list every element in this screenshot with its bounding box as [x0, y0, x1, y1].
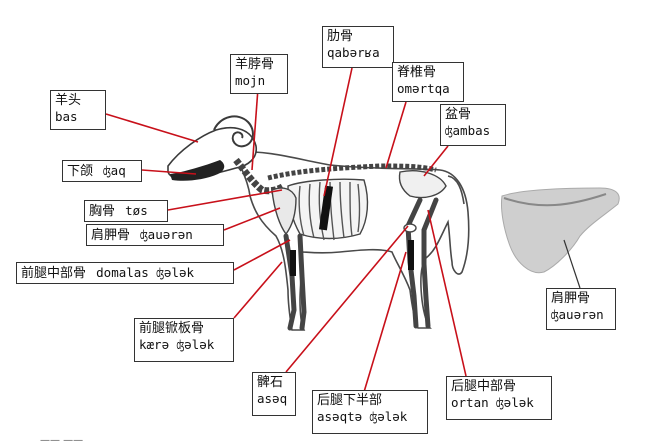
- label-jaw-tr: ʤaq: [103, 163, 126, 178]
- label-sternum-tr: tøs: [125, 203, 148, 218]
- label-hindleg-mid-zh: 后腿中部骨: [451, 379, 547, 395]
- label-neck: 羊脖骨 mojn: [230, 54, 288, 94]
- label-head-tr: bas: [55, 109, 101, 125]
- label-scapula-detail-tr: ʤauərən: [551, 307, 611, 323]
- leader-spine: [386, 102, 406, 168]
- leader-foreleg-mid: [234, 240, 290, 270]
- label-sternum-zh: 胸骨: [89, 204, 115, 219]
- label-pelvis: 盆骨 ʤambas: [440, 104, 506, 146]
- label-scapula-zh: 肩胛骨: [91, 228, 130, 243]
- scapula-detail-shadow: [501, 188, 619, 273]
- label-head-zh: 羊头: [55, 93, 101, 109]
- label-scapula-detail-zh: 肩胛骨: [551, 291, 611, 307]
- label-hindleg-lower-tr: asəqtə ʤələk: [317, 409, 423, 425]
- label-hindleg-mid: 后腿中部骨 ortan ʤələk: [446, 376, 552, 420]
- label-pelvis-zh: 盆骨: [445, 107, 501, 123]
- leader-hindleg-lower: [364, 252, 406, 392]
- label-spine: 脊椎骨 omərtqa: [392, 62, 464, 102]
- label-foreleg-mid: 前腿中部骨 domalas ʤələk: [16, 262, 234, 284]
- label-patella-tr: asəq: [257, 391, 291, 407]
- label-jaw: 下颌 ʤaq: [62, 160, 142, 182]
- label-rib-tr: qabərʁa: [327, 45, 389, 61]
- label-scapula: 肩胛骨 ʤauərən: [86, 224, 224, 246]
- footer-text: —— ——: [40, 435, 83, 445]
- label-foreleg-mid-zh: 前腿中部骨: [21, 266, 86, 281]
- label-hindleg-lower: 后腿下半部 asəqtə ʤələk: [312, 390, 428, 434]
- label-patella-zh: 髀石: [257, 375, 291, 391]
- label-head: 羊头 bas: [50, 90, 106, 130]
- label-scapula-tr: ʤauərən: [140, 227, 193, 242]
- label-foreleg-lower-tr: kærə ʤələk: [139, 337, 229, 353]
- label-spine-tr: omərtqa: [397, 81, 459, 97]
- label-rib: 肋骨 qabərʁa: [322, 26, 394, 68]
- label-foreleg-lower: 前腿锨板骨 kærə ʤələk: [134, 318, 234, 362]
- label-foreleg-lower-zh: 前腿锨板骨: [139, 321, 229, 337]
- label-neck-zh: 羊脖骨: [235, 57, 283, 73]
- label-scapula-detail: 肩胛骨 ʤauərən: [546, 288, 616, 330]
- label-spine-zh: 脊椎骨: [397, 65, 459, 81]
- label-pelvis-tr: ʤambas: [445, 123, 501, 139]
- leader-foreleg-lower: [234, 262, 282, 318]
- label-patella: 髀石 asəq: [252, 372, 296, 416]
- label-hindleg-mid-tr: ortan ʤələk: [451, 395, 547, 411]
- label-jaw-zh: 下颌: [67, 164, 93, 179]
- label-foreleg-mid-tr: domalas ʤələk: [96, 265, 194, 280]
- sheep-hindleg-mark: [408, 240, 414, 270]
- label-rib-zh: 肋骨: [327, 29, 389, 45]
- label-neck-tr: mojn: [235, 73, 283, 89]
- leader-head: [106, 114, 198, 142]
- sheep-foreleg-mid-mark: [290, 250, 296, 276]
- label-sternum: 胸骨 tøs: [84, 200, 168, 222]
- label-hindleg-lower-zh: 后腿下半部: [317, 393, 423, 409]
